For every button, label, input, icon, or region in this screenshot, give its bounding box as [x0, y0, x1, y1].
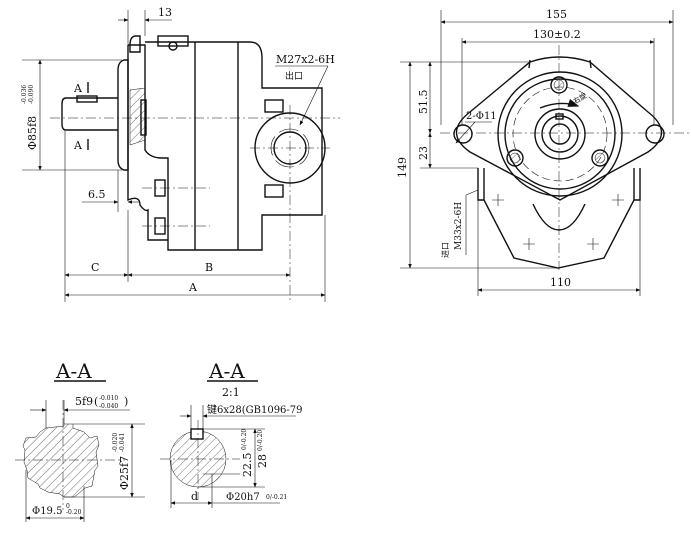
inner-diameter: Φ19.5	[32, 506, 62, 517]
inner-tol-upper: 0	[66, 503, 70, 510]
dim-130: 130±0.2	[533, 28, 581, 41]
dim-13: 13	[158, 6, 172, 19]
key-tol-upper: -0.010	[99, 395, 118, 402]
flange-diameter: Φ85f8	[26, 116, 39, 150]
key-width: 5f9	[75, 395, 93, 408]
section-key: A-A 2:1 键6x28(GB1096-79 22.5 0/-0.20 28 …	[160, 359, 303, 508]
dim-d: d	[191, 490, 198, 503]
key-spec: 键6x28(GB1096-79	[207, 403, 303, 416]
section-mark-top: A	[73, 82, 83, 95]
section-spline: A-A 5f9 () -0.010 -0.040 Φ25f7 -0.020 -0…	[15, 359, 145, 522]
dim-155: 155	[546, 8, 567, 21]
shaft-tol: 0/-0.21	[266, 494, 287, 501]
front-view: 右旋 155 130±0.2 51.5 23 149 2-Φ11 进口 M33x…	[396, 8, 690, 296]
dim-6-5: 6.5	[88, 188, 106, 201]
shaft-diameter: Φ20h7	[226, 492, 260, 503]
outer-diameter: Φ25f7	[118, 456, 131, 490]
key-tol-lower: -0.040	[99, 403, 118, 410]
section-key-scale: 2:1	[222, 386, 240, 399]
dim-28: 28	[256, 454, 269, 468]
holes-spec: 2-Φ11	[466, 111, 497, 122]
dim-23: 23	[417, 146, 430, 160]
section-key-title: A-A	[208, 359, 245, 383]
section-spline-title: A-A	[55, 359, 92, 383]
rotation-label: 右旋	[572, 91, 589, 106]
dim-c: C	[91, 261, 99, 274]
svg-text:(: (	[94, 395, 98, 408]
flange-tol-upper: -0.036	[21, 85, 28, 104]
section-mark-bottom: A	[73, 139, 83, 152]
dim-22-5-tol: 0/-0.20	[241, 429, 248, 450]
dim-28-tol: 0/-0.20	[257, 430, 264, 451]
inner-tol-lower: -0.20	[66, 509, 82, 516]
dim-110: 110	[550, 276, 571, 289]
outer-tol-upper: -0.020	[112, 433, 119, 452]
outlet-thread: M27x2-6H	[276, 53, 335, 66]
dim-b: B	[205, 261, 213, 274]
inlet-thread: M33x2-6H	[454, 202, 464, 250]
dim-22-5: 22.5	[241, 453, 254, 478]
outlet-label: 出口	[285, 70, 303, 82]
svg-text:): )	[124, 395, 128, 408]
side-view: 13 M27x2-6H 出口 Φ85f8 -0.036 -0.090 A A 6…	[21, 6, 340, 302]
inlet-label: 进口	[441, 242, 450, 258]
outer-tol-lower: -0.041	[119, 433, 126, 452]
dim-a: A	[188, 281, 198, 294]
flange-tol-lower: -0.090	[28, 85, 35, 104]
dim-51-5: 51.5	[417, 90, 430, 115]
dim-149: 149	[396, 157, 409, 178]
